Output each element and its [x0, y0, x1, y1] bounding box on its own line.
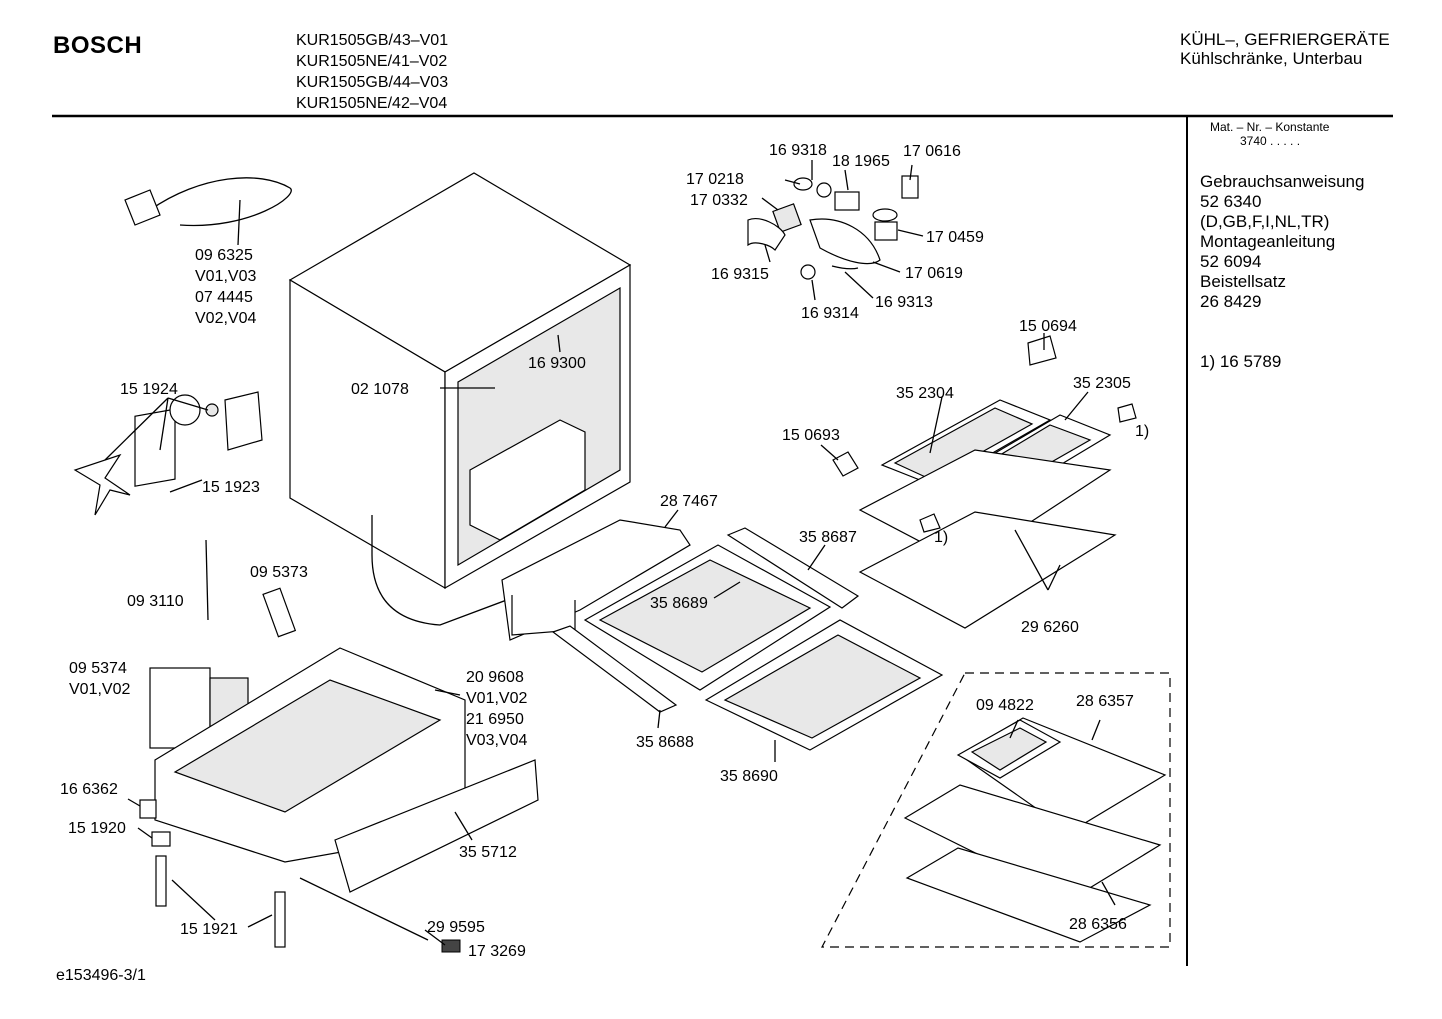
leader-lines: [104, 160, 1116, 946]
part-label: 15 1921: [180, 921, 238, 938]
part-label: V01,V03: [195, 268, 257, 285]
part-label: 20 9608: [466, 669, 524, 686]
part-label: 16 9318: [769, 142, 827, 159]
part-label: 1): [1135, 423, 1150, 440]
crisper-drawers: [501, 519, 944, 751]
part-label: 07 4445: [195, 289, 253, 306]
part-label: 28 6356: [1069, 916, 1127, 933]
part-label: 18 1965: [832, 153, 890, 170]
part-label: 21 6950: [466, 711, 524, 728]
part-label: 15 1923: [202, 479, 260, 496]
sidebar-line-6: Beistellsatz: [1200, 272, 1286, 291]
part-label: 16 9313: [875, 294, 933, 311]
part-label: 09 5373: [250, 564, 308, 581]
mat-number-value: 3740 . . . . .: [1240, 134, 1301, 148]
part-label: 17 3269: [468, 943, 526, 960]
part-label: V01,V02: [466, 690, 528, 707]
part-label: 16 9300: [528, 355, 586, 372]
part-label: 35 8690: [720, 768, 778, 785]
part-label: 17 0332: [690, 192, 748, 209]
part-label: 17 0616: [903, 143, 961, 160]
sidebar-line-3: (D,GB,F,I,NL,TR): [1200, 212, 1330, 231]
power-cord: [124, 177, 292, 227]
part-label: 16 6362: [60, 781, 118, 798]
part-label: 35 2304: [896, 385, 954, 402]
sidebar-line-2: 52 6340: [1200, 192, 1262, 211]
part-label: 29 9595: [427, 919, 485, 936]
part-label: 15 0694: [1019, 318, 1077, 335]
part-label: 35 2305: [1073, 375, 1131, 392]
fan-motor: [73, 391, 263, 516]
shelf-assembly: [832, 335, 1137, 629]
part-label: V03,V04: [466, 732, 528, 749]
part-label: 09 4822: [976, 697, 1034, 714]
part-label: 29 6260: [1021, 619, 1079, 636]
document-id: e153496-3/1: [56, 967, 146, 984]
mat-number-label: Mat. – Nr. – Konstante: [1210, 120, 1330, 134]
part-label: 35 5712: [459, 844, 517, 861]
sidebar-line-7: 26 8429: [1200, 292, 1262, 311]
model-number-4: KUR1505NE/42–V04: [296, 95, 448, 112]
part-label: 15 0693: [782, 427, 840, 444]
brand-logo: BOSCH: [53, 32, 143, 59]
sidebar-footnote: 1) 16 5789: [1200, 352, 1282, 371]
part-label: V01,V02: [69, 681, 131, 698]
part-label: 09 6325: [195, 247, 253, 264]
part-label: 1): [934, 529, 949, 546]
part-label: 09 3110: [127, 593, 184, 610]
part-label: V02,V04: [195, 310, 257, 327]
sidebar-line-5: 52 6094: [1200, 252, 1262, 271]
part-label: 35 8689: [650, 595, 708, 612]
part-label: 09 5374: [69, 660, 127, 677]
part-label: 16 9314: [801, 305, 859, 322]
part-label: 16 9315: [711, 266, 769, 283]
part-label: 17 0218: [686, 171, 744, 188]
part-label: 28 7467: [660, 493, 718, 510]
part-label: 15 1920: [68, 820, 126, 837]
category-title: KÜHL–, GEFRIERGERÄTE: [1180, 30, 1390, 49]
part-label: 28 6357: [1076, 693, 1134, 710]
model-number-2: KUR1505NE/41–V02: [296, 53, 448, 70]
part-label: 02 1078: [351, 381, 409, 398]
sidebar-line-1: Gebrauchsanweisung: [1200, 172, 1365, 191]
control-parts: [747, 175, 919, 280]
base-tray: [139, 539, 539, 953]
model-number-1: KUR1505GB/43–V01: [296, 32, 449, 49]
category-subtitle: Kühlschränke, Unterbau: [1180, 49, 1363, 68]
part-label: 35 8687: [799, 529, 857, 546]
part-label: 35 8688: [636, 734, 694, 751]
optional-kit-box: [821, 672, 1171, 948]
model-number-3: KUR1505GB/44–V03: [296, 74, 449, 91]
part-label: 15 1924: [120, 381, 178, 398]
sidebar-line-4: Montageanleitung: [1200, 232, 1336, 251]
part-label: 17 0619: [905, 265, 963, 282]
cabinet-body: [288, 172, 632, 626]
part-label: 17 0459: [926, 229, 984, 246]
